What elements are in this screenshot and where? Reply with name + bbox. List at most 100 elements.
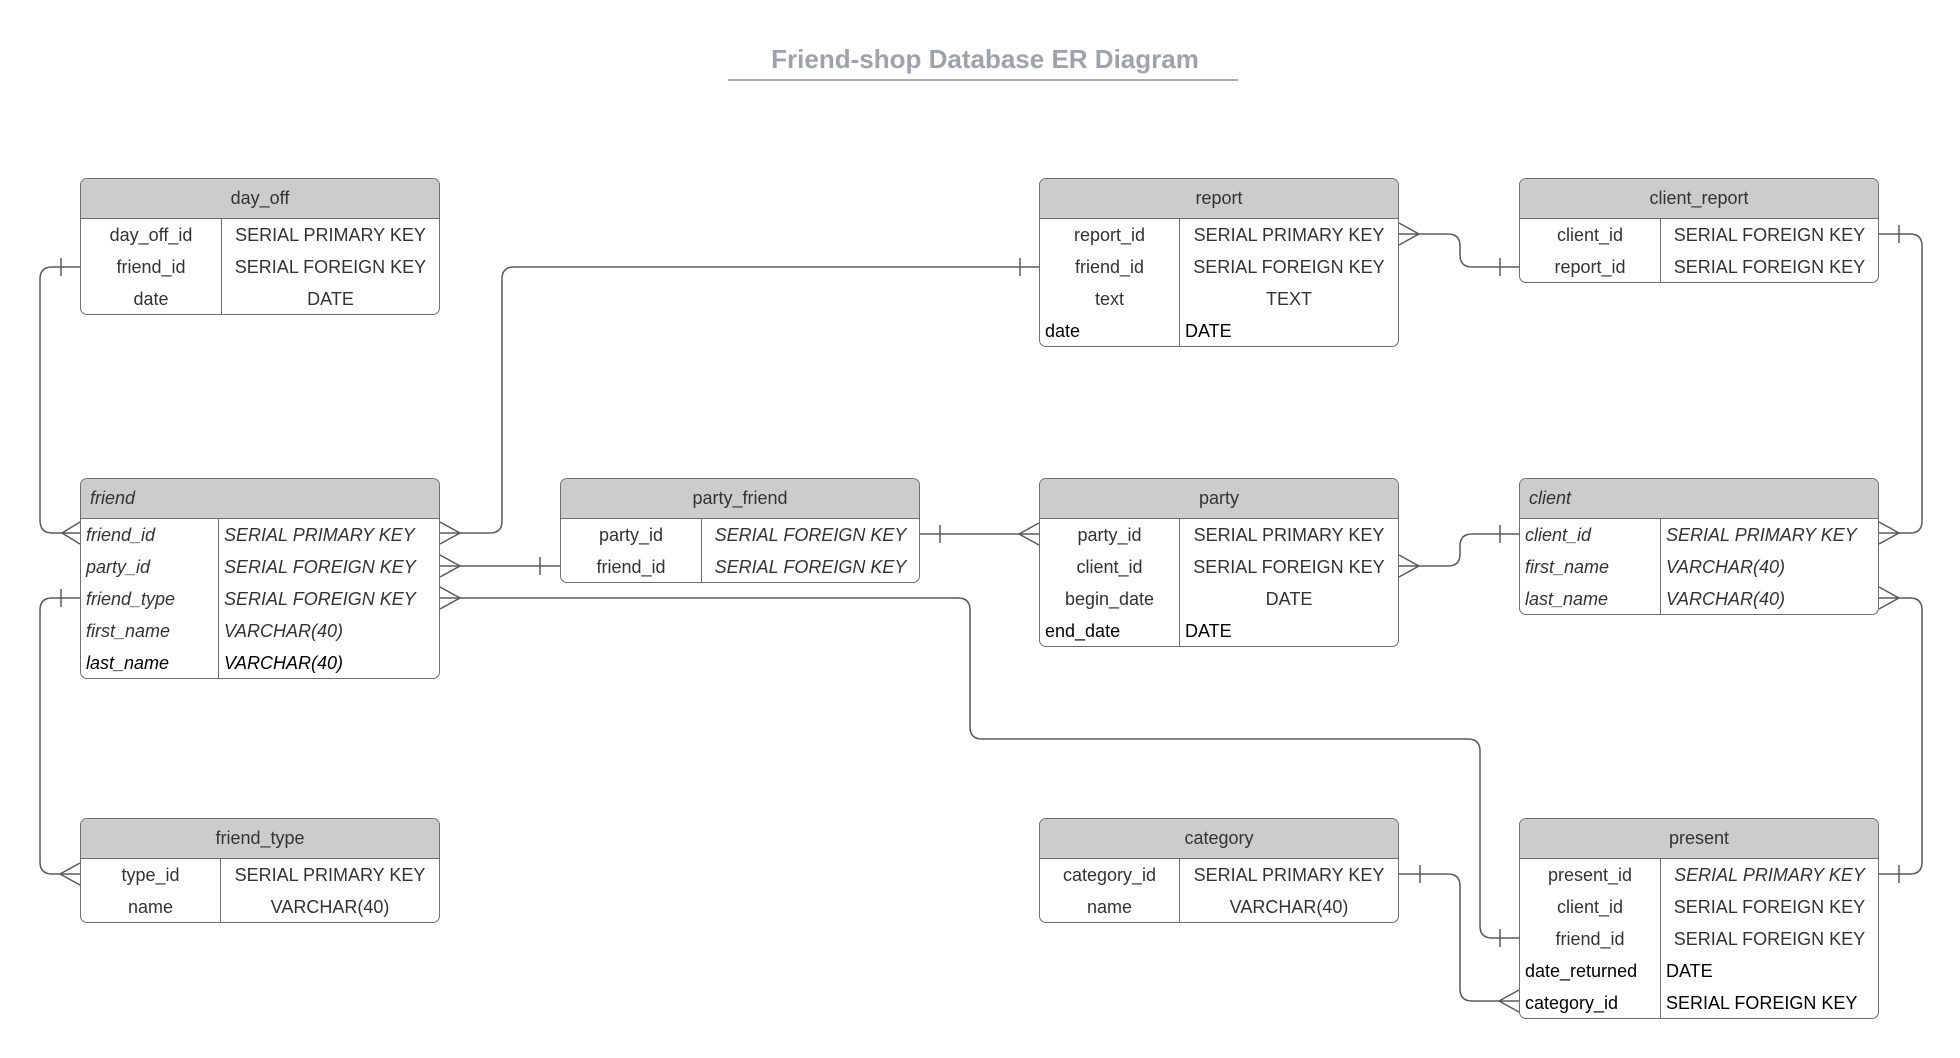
field-name: last_name	[1520, 583, 1661, 614]
title-underline	[728, 79, 1238, 81]
field-type: VARCHAR(40)	[1666, 589, 1786, 609]
field-type: SERIAL PRIMARY KEY	[1193, 865, 1385, 885]
entity-row: end_date DATE	[1040, 615, 1398, 646]
field-name: report_id	[1520, 251, 1661, 282]
field-name: category_id	[1040, 859, 1180, 891]
entity-header-friend_type: friend_type	[81, 819, 439, 859]
entity-row: party_id SERIAL PRIMARY KEY	[1040, 519, 1398, 551]
field-type: SERIAL PRIMARY KEY	[1193, 525, 1385, 545]
field-type: SERIAL PRIMARY KEY	[1674, 865, 1865, 885]
relationship-report-clientreport[interactable]	[1398, 222, 1519, 276]
field-type: SERIAL FOREIGN KEY	[1193, 257, 1385, 277]
relationship-client-present[interactable]	[1878, 586, 1923, 883]
entity-header-party: party	[1040, 479, 1398, 519]
entity-row: friend_id SERIAL FOREIGN KEY	[81, 251, 439, 283]
field-name: end_date	[1040, 615, 1180, 646]
field-name: date	[1040, 315, 1180, 346]
field-type: SERIAL FOREIGN KEY	[1673, 257, 1866, 277]
field-type: DATE	[1666, 961, 1713, 981]
entity-report[interactable]: report report_id SERIAL PRIMARY KEY frie…	[1039, 178, 1399, 347]
relationship-report-friend[interactable]	[439, 258, 1039, 545]
entity-present[interactable]: present present_id SERIAL PRIMARY KEY cl…	[1519, 818, 1879, 1019]
field-name: begin_date	[1040, 583, 1180, 615]
field-name: date_returned	[1520, 955, 1661, 987]
entity-friend[interactable]: friend friend_id SERIAL PRIMARY KEY part…	[80, 478, 440, 679]
entity-row: date_returned DATE	[1520, 955, 1878, 987]
entity-header-day_off: day_off	[81, 179, 439, 219]
field-type: VARCHAR(40)	[1229, 897, 1349, 917]
field-name: party_id	[1040, 519, 1180, 551]
field-type: DATE	[1185, 321, 1232, 341]
field-type: SERIAL FOREIGN KEY	[714, 557, 907, 577]
entity-row: date DATE	[1040, 315, 1398, 346]
field-type: SERIAL FOREIGN KEY	[1673, 897, 1866, 917]
relationship-clientreport-client[interactable]	[1878, 225, 1923, 545]
entity-header-present: present	[1520, 819, 1878, 859]
diagram-title: Friend-shop Database ER Diagram	[771, 44, 1199, 74]
entity-header-client: client	[1520, 479, 1878, 519]
field-name: day_off_id	[81, 219, 222, 251]
field-name: name	[1040, 891, 1180, 922]
entity-header-party_friend: party_friend	[561, 479, 919, 519]
field-type: VARCHAR(40)	[224, 621, 344, 641]
relationship-party-client[interactable]	[1398, 525, 1519, 578]
entity-header-category: category	[1040, 819, 1398, 859]
entity-row: day_off_id SERIAL PRIMARY KEY	[81, 219, 439, 251]
field-name: client_id	[1520, 219, 1661, 251]
entity-friend_type[interactable]: friend_type type_id SERIAL PRIMARY KEY n…	[80, 818, 440, 923]
entity-row: client_id SERIAL FOREIGN KEY	[1040, 551, 1398, 583]
entity-row: report_id SERIAL PRIMARY KEY	[1040, 219, 1398, 251]
field-name: first_name	[81, 615, 219, 647]
field-name: party_id	[561, 519, 702, 551]
field-name: client_id	[1520, 519, 1661, 551]
field-name: last_name	[81, 647, 219, 678]
entity-row: present_id SERIAL PRIMARY KEY	[1520, 859, 1878, 891]
field-type: SERIAL FOREIGN KEY	[234, 257, 427, 277]
entity-row: category_id SERIAL FOREIGN KEY	[1520, 987, 1878, 1018]
field-type: DATE	[1185, 621, 1232, 641]
relationship-friend-friendtype[interactable]	[39, 589, 81, 886]
entity-category[interactable]: category category_id SERIAL PRIMARY KEY …	[1039, 818, 1399, 923]
field-name: friend_id	[81, 519, 219, 551]
entity-row: name VARCHAR(40)	[1040, 891, 1398, 922]
field-type: SERIAL PRIMARY KEY	[1666, 525, 1857, 545]
entity-party_friend[interactable]: party_friend party_id SERIAL FOREIGN KEY…	[560, 478, 920, 583]
entity-row: category_id SERIAL PRIMARY KEY	[1040, 859, 1398, 891]
entity-row: first_name VARCHAR(40)	[1520, 551, 1878, 583]
entity-row: client_id SERIAL FOREIGN KEY	[1520, 891, 1878, 923]
field-name: first_name	[1520, 551, 1661, 583]
field-type: DATE	[1265, 589, 1313, 609]
field-name: name	[81, 891, 221, 922]
entity-client[interactable]: client client_id SERIAL PRIMARY KEY firs…	[1519, 478, 1879, 615]
relationship-friend-partyfriend[interactable]	[439, 554, 560, 578]
field-type: SERIAL FOREIGN KEY	[714, 525, 907, 545]
field-name: date	[81, 283, 222, 314]
entity-row: friend_type SERIAL FOREIGN KEY	[81, 583, 439, 615]
relationship-category-present[interactable]	[1399, 865, 1520, 1013]
entity-client_report[interactable]: client_report client_id SERIAL FOREIGN K…	[1519, 178, 1879, 283]
entity-party[interactable]: party party_id SERIAL PRIMARY KEY client…	[1039, 478, 1399, 647]
field-name: type_id	[81, 859, 221, 891]
field-type: VARCHAR(40)	[270, 897, 390, 917]
entity-day_off[interactable]: day_off day_off_id SERIAL PRIMARY KEY fr…	[80, 178, 440, 315]
entity-row: party_id SERIAL FOREIGN KEY	[561, 519, 919, 551]
field-type: SERIAL FOREIGN KEY	[1666, 993, 1858, 1013]
relationship-dayoff-friend[interactable]	[39, 258, 81, 545]
entity-row: type_id SERIAL PRIMARY KEY	[81, 859, 439, 891]
field-name: client_id	[1520, 891, 1661, 923]
field-name: friend_type	[81, 583, 219, 615]
entity-row: name VARCHAR(40)	[81, 891, 439, 922]
entity-row: client_id SERIAL PRIMARY KEY	[1520, 519, 1878, 551]
entity-row: party_id SERIAL FOREIGN KEY	[81, 551, 439, 583]
field-type: SERIAL FOREIGN KEY	[224, 557, 416, 577]
entity-row: date DATE	[81, 283, 439, 314]
relationship-friend-present[interactable]	[439, 586, 1519, 947]
field-name: present_id	[1520, 859, 1661, 891]
field-name: friend_id	[1040, 251, 1180, 283]
entity-row: friend_id SERIAL PRIMARY KEY	[81, 519, 439, 551]
field-name: text	[1040, 283, 1180, 315]
relationship-partyfriend-party[interactable]	[920, 522, 1040, 546]
entity-row: last_name VARCHAR(40)	[1520, 583, 1878, 614]
field-type: SERIAL PRIMARY KEY	[1193, 225, 1385, 245]
